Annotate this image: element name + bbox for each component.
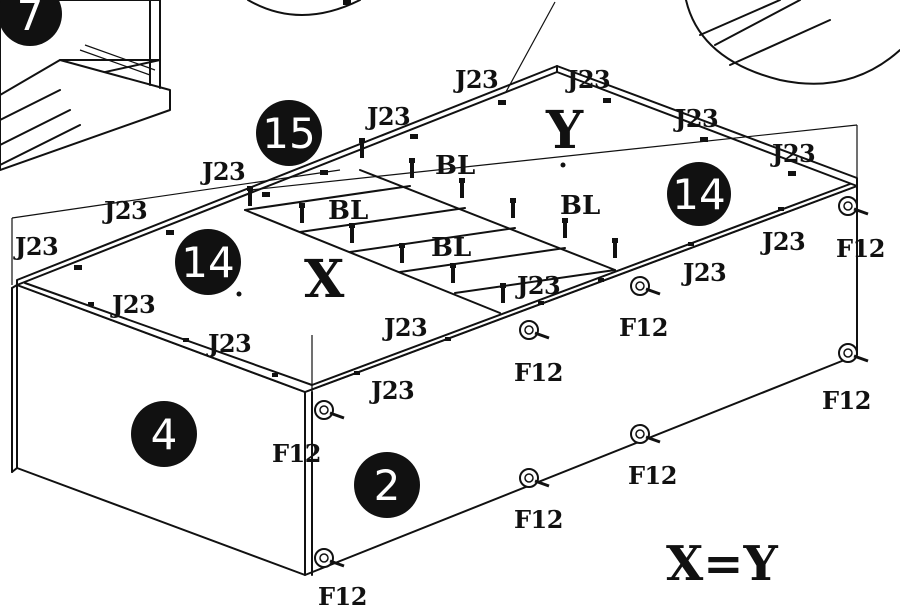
- j23-label: J23: [110, 290, 155, 319]
- panel-mark-x: X: [304, 249, 345, 310]
- j23-label: J23: [515, 271, 560, 300]
- f12-label: F12: [272, 439, 321, 468]
- part-badge-15: 15: [256, 100, 322, 166]
- part-badge-4: 4: [131, 401, 197, 467]
- j23-label: J23: [13, 232, 58, 261]
- detail-callout-circle-left: [247, 0, 361, 16]
- j23-fittings: [74, 98, 796, 377]
- helper-line: [11, 169, 341, 219]
- svg-text:2: 2: [374, 461, 401, 510]
- f12-labels: F12 F12 F12 F12 F12 F12 F12 F12: [272, 234, 885, 611]
- detail-callout-circle-right: [685, 0, 900, 85]
- bl-labels: BL BL BL BL: [328, 151, 600, 263]
- f12-label: F12: [628, 461, 677, 490]
- connector-rails: [244, 169, 616, 314]
- bl-label: BL: [560, 191, 600, 221]
- helper-line: [249, 124, 858, 191]
- j23-label: J23: [673, 104, 718, 133]
- svg-text:15: 15: [262, 109, 315, 158]
- j23-label: J23: [770, 139, 815, 168]
- bl-label: BL: [431, 233, 471, 263]
- panel-edge: [11, 467, 18, 473]
- part-badge-7: 7: [0, 0, 62, 46]
- j23-label: J23: [206, 329, 251, 358]
- pin-hole: [236, 291, 242, 297]
- detail-fastener: [343, 0, 351, 5]
- svg-text:14: 14: [181, 238, 234, 287]
- bl-bolts: [247, 138, 618, 303]
- part-badge-2: 2: [354, 452, 420, 518]
- f12-label: F12: [514, 505, 563, 534]
- j23-label: J23: [565, 65, 610, 94]
- j23-label: J23: [200, 157, 245, 186]
- bl-label: BL: [328, 196, 368, 226]
- svg-text:7: 7: [17, 0, 44, 40]
- f12-label: F12: [318, 582, 367, 609]
- f12-label: F12: [836, 234, 885, 263]
- f12-label: F12: [514, 358, 563, 387]
- f12-label: F12: [619, 313, 668, 342]
- j23-labels: J23 J23 J23 J23 J23 J23 J23 J23 J23 J23 …: [13, 65, 816, 405]
- j23-label: J23: [102, 196, 147, 225]
- part-badge-14-right: 14: [667, 162, 731, 226]
- j23-label: J23: [760, 227, 805, 256]
- f12-label: F12: [822, 386, 871, 415]
- j23-label: J23: [365, 102, 410, 131]
- j23-label: J23: [681, 258, 726, 287]
- f12-cam-fittings: [314, 196, 869, 568]
- svg-text:14: 14: [672, 170, 725, 219]
- svg-text:4: 4: [151, 410, 178, 459]
- panel-mark-y: Y: [545, 100, 584, 161]
- pin-hole: [560, 162, 566, 168]
- j23-label: J23: [453, 65, 498, 94]
- j23-label: J23: [369, 376, 414, 405]
- part-badge-14-left: 14: [175, 229, 241, 295]
- equation-x-equals-y: X=Y: [666, 536, 778, 592]
- bl-label: BL: [435, 151, 475, 181]
- j23-label: J23: [382, 313, 427, 342]
